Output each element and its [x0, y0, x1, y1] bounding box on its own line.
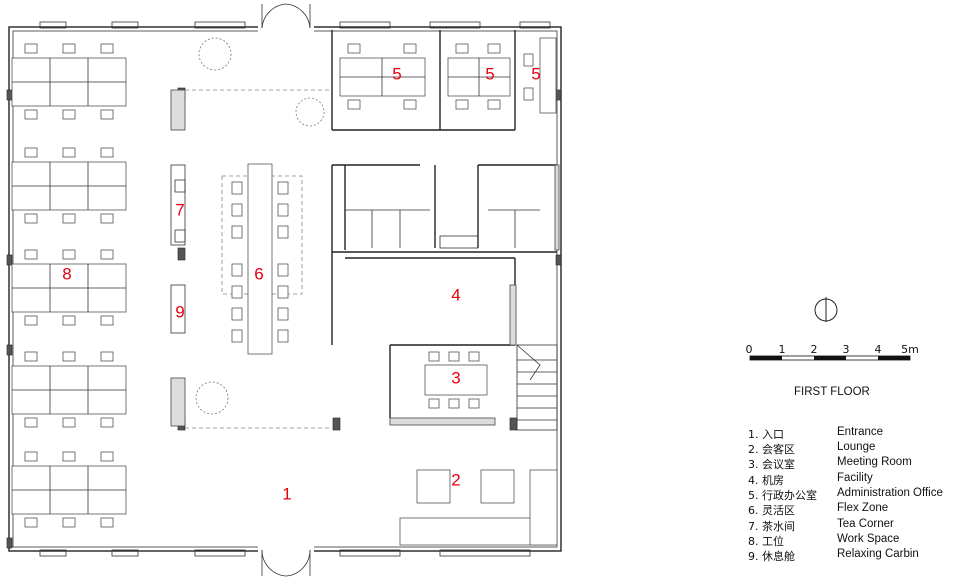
scale-bar: 0 1 2 3 4 5m — [746, 343, 919, 361]
room-number-lounge: 2 — [451, 470, 460, 489]
entrance-doors — [261, 3, 311, 577]
legend-zh-4: 4. 机房 — [748, 474, 784, 487]
staircase — [516, 344, 558, 431]
scale-tick-2: 2 — [811, 343, 818, 356]
meeting-room-table — [424, 351, 488, 409]
legend-en-4: Facility — [837, 472, 873, 484]
room-number-labels: 1 2 3 4 5 5 5 6 7 8 9 — [62, 64, 540, 503]
room-number-entrance: 1 — [282, 484, 291, 503]
legend-en-8: Work Space — [837, 533, 900, 545]
room-number-work-space: 8 — [62, 264, 71, 283]
scale-tick-0: 0 — [746, 343, 753, 356]
flex-zone-table — [221, 163, 303, 355]
room-number-facility: 4 — [451, 285, 460, 304]
legend-en-5: Administration Office — [837, 487, 943, 499]
workspace-desks — [11, 43, 127, 528]
room-number-relaxing-carbin: 9 — [175, 302, 184, 321]
legend-zh-7: 7. 茶水间 — [748, 520, 795, 533]
legend-zh-5: 5. 行政办公室 — [748, 489, 817, 502]
room-number-admin-office-b: 5 — [485, 64, 494, 83]
legend-zh-2: 2. 会客区 — [748, 443, 795, 456]
room-number-tea-corner: 7 — [175, 200, 184, 219]
north-arrow-icon — [814, 297, 838, 322]
legend-en-1: Entrance — [837, 426, 884, 438]
exterior-walls — [8, 21, 562, 557]
plants — [195, 37, 325, 415]
legend-zh-1: 1. 入口 — [748, 428, 784, 441]
legend-en-2: Lounge — [837, 441, 876, 453]
office-desks — [339, 37, 557, 114]
legend-en-7: Tea Corner — [837, 518, 894, 530]
room-number-flex-zone: 6 — [254, 264, 263, 283]
legend-en-6: Flex Zone — [837, 502, 889, 514]
legend-zh-9: 9. 休息舱 — [748, 550, 795, 563]
scale-tick-1: 1 — [779, 343, 786, 356]
room-number-admin-office-a: 5 — [392, 64, 401, 83]
room-number-meeting-room: 3 — [451, 368, 460, 387]
legend-zh-6: 6. 灵活区 — [748, 504, 795, 517]
scale-tick-4: 4 — [875, 343, 882, 356]
interior-walls — [185, 30, 560, 429]
scale-tick-3: 3 — [843, 343, 850, 356]
floor-title: FIRST FLOOR — [794, 386, 870, 398]
legend-en-3: Meeting Room — [837, 456, 912, 468]
room-number-admin-office-c: 5 — [531, 64, 540, 83]
legend-zh-8: 8. 工位 — [748, 535, 784, 548]
scale-tick-5m: 5m — [901, 343, 919, 356]
tea-corner-cabinets — [170, 89, 186, 427]
lounge-furniture — [399, 469, 558, 546]
legend-en-9: Relaxing Carbin — [837, 548, 919, 560]
legend-zh-3: 3. 会议室 — [748, 458, 795, 471]
